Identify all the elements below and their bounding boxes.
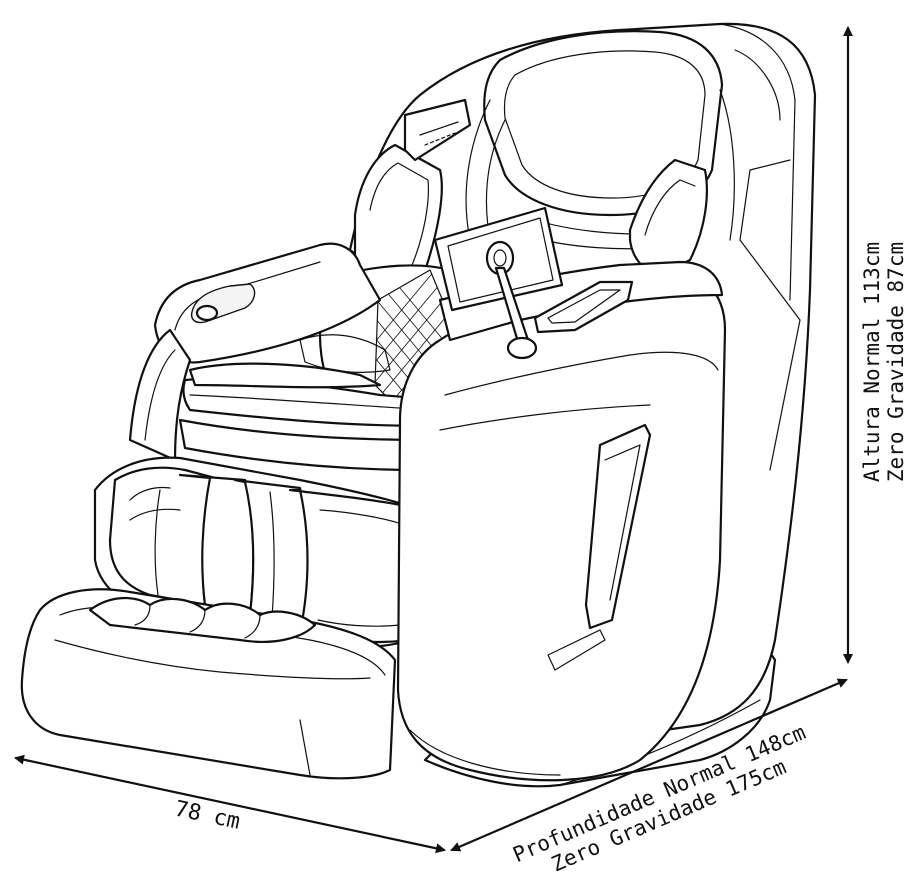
footrest <box>20 588 397 780</box>
right-side-panel <box>396 260 727 782</box>
armrest-button-icon <box>195 304 219 322</box>
seat-front-rail <box>178 362 447 472</box>
depth-dimension-arrow <box>450 678 848 852</box>
right-shoulder-pad <box>628 158 708 277</box>
height-label-normal: Altura Normal 113cm <box>860 242 884 482</box>
width-dimension-arrow <box>14 754 446 854</box>
control-tablet <box>433 206 564 360</box>
massage-chair-illustration <box>20 22 817 788</box>
width-label: 78 cm <box>172 797 242 835</box>
dimension-lines <box>14 26 853 854</box>
height-label-zero-gravity: Zero Gravidade 87cm <box>884 242 908 482</box>
armrest-remote <box>533 280 634 334</box>
left-armrest <box>128 242 382 462</box>
remote-screen-icon <box>533 280 634 334</box>
